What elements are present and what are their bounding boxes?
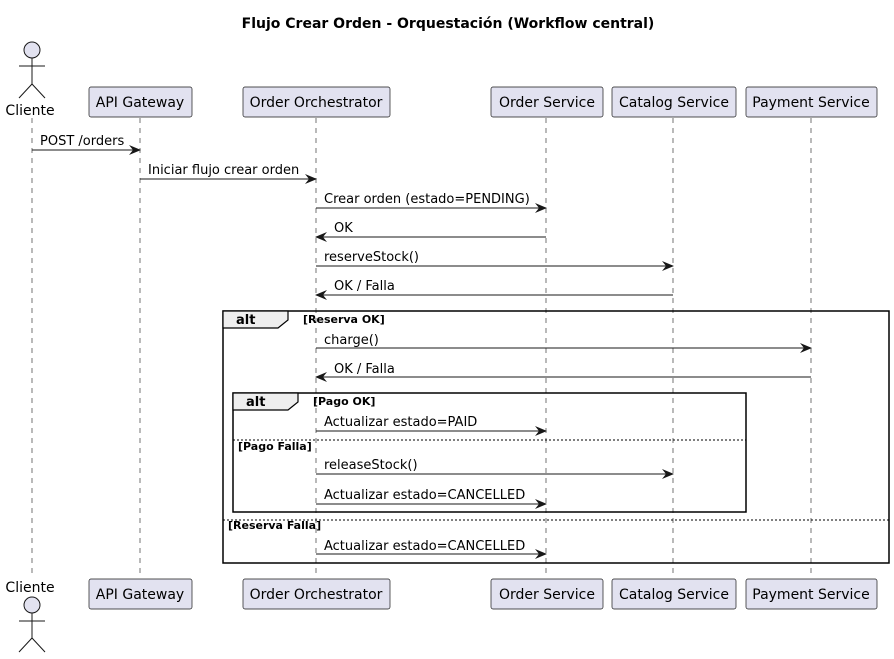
participant-label-orchestrator-bottom: Order Orchestrator [250,587,383,603]
fragment-alt-reserva: alt [Reserva OK] [Reserva Falla] [222,310,890,564]
participant-box-orchestrator-top [242,86,391,118]
participant-box-order-top [490,86,604,118]
diagram-title: Flujo Crear Orden - Orquestación (Workfl… [242,16,655,32]
participant-box-gateway-top [88,86,193,118]
message-label: Actualizar estado=PAID [324,415,477,430]
message-4: reserveStock() [316,250,674,271]
message-0: POST /orders [32,134,141,155]
fragment-keyword: alt [236,313,255,328]
message-label: releaseStock() [324,458,418,473]
participant-box-payment-bottom [745,578,878,610]
participant-label-payment-top: Payment Service [752,95,869,111]
participant-box-order-bottom [490,578,604,610]
message-label: Actualizar estado=CANCELLED [324,488,525,503]
message-1: Iniciar flujo crear orden [140,163,317,184]
participant-label-orchestrator-top: Order Orchestrator [250,95,383,111]
participant-label-cliente-top: Cliente [5,103,54,119]
message-5: OK / Falla [315,279,673,300]
participant-label-order-bottom: Order Service [499,587,595,603]
message-10: Actualizar estado=CANCELLED [316,488,547,509]
participant-label-order-top: Order Service [499,95,595,111]
message-8: Actualizar estado=PAID [316,415,547,436]
participant-label-gateway-bottom: API Gateway [96,587,184,603]
fragment-condition: [Reserva OK] [303,313,385,326]
message-label: OK / Falla [334,362,395,377]
message-label: Actualizar estado=CANCELLED [324,539,525,554]
participant-label-cliente-bottom: Cliente [5,580,54,596]
message-11: Actualizar estado=CANCELLED [316,539,547,559]
message-label: reserveStock() [324,250,419,265]
message-label: Iniciar flujo crear orden [148,163,299,178]
message-label: Crear orden (estado=PENDING) [324,192,530,207]
message-6: charge() [316,333,812,353]
message-label: POST /orders [40,134,124,149]
message-3: OK [315,221,546,242]
message-label: OK [334,221,353,236]
participant-label-catalog-bottom: Catalog Service [619,587,729,603]
participant-box-catalog-bottom [611,578,737,610]
fragment-keyword: alt [246,395,265,410]
message-label: charge() [324,333,379,348]
fragment-alt-pago: alt [Pago OK] [Pago Falla] [232,392,747,513]
actor-cliente-top [18,41,46,99]
fragment-else-condition: [Reserva Falla] [228,519,321,532]
message-9: releaseStock() [316,458,674,479]
participant-label-gateway-top: API Gateway [96,95,184,111]
participant-box-gateway-bottom [88,578,193,610]
message-2: Crear orden (estado=PENDING) [316,192,547,213]
fragment-condition: [Pago OK] [313,395,375,408]
participant-box-catalog-top [611,86,737,118]
message-label: OK / Falla [334,279,395,294]
participant-box-orchestrator-bottom [242,578,391,610]
participant-box-payment-top [745,86,878,118]
actor-cliente-bottom [18,596,46,653]
message-7: OK / Falla [315,362,811,382]
participant-label-payment-bottom: Payment Service [752,587,869,603]
fragment-else-condition: [Pago Falla] [238,440,312,453]
participant-label-catalog-top: Catalog Service [619,95,729,111]
